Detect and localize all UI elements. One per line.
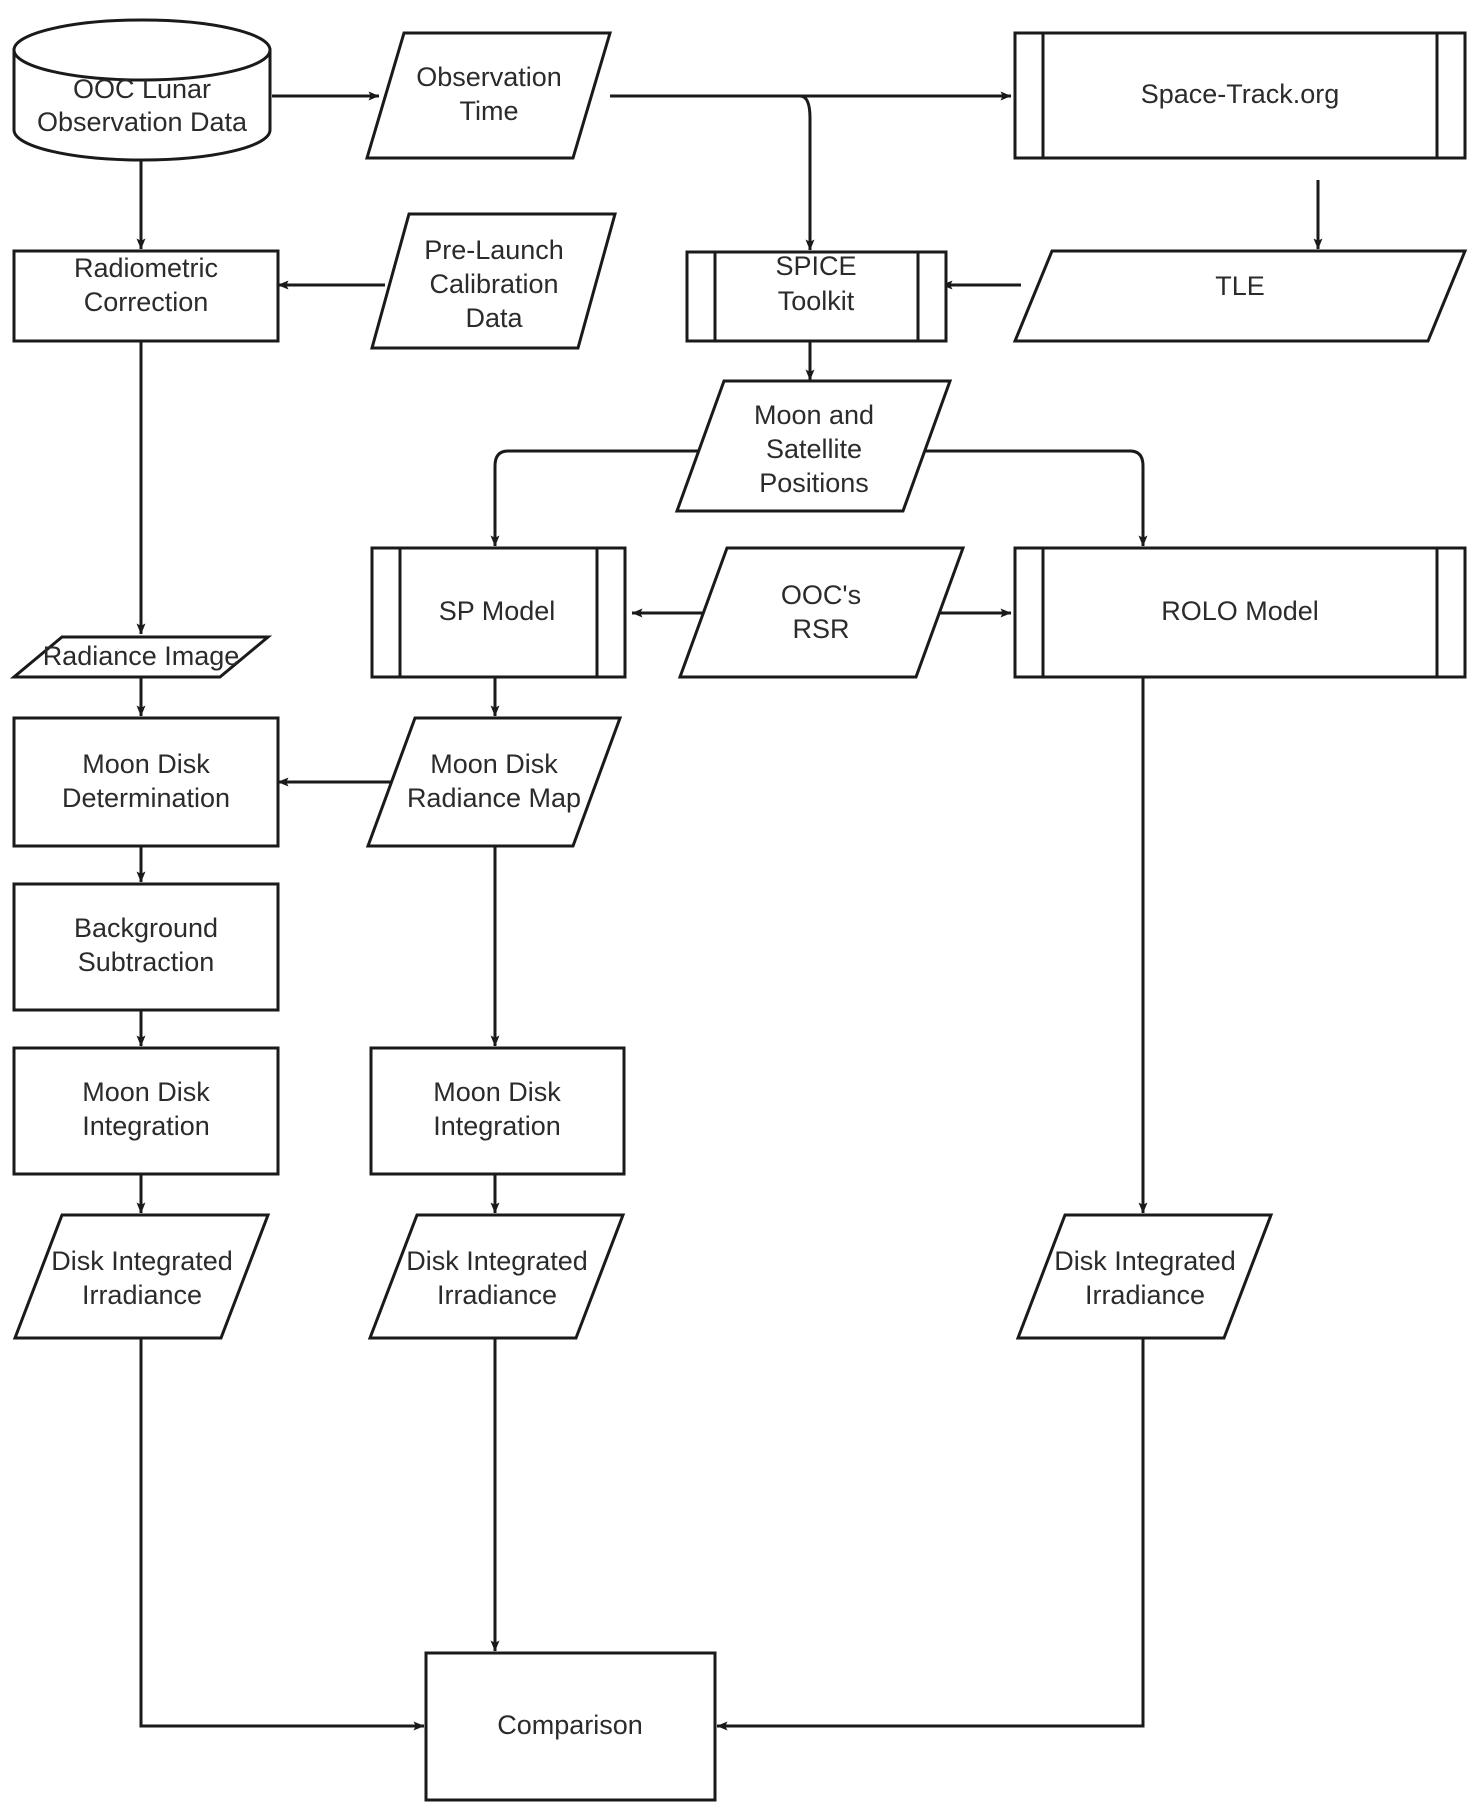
node-label-line2: RSR	[792, 614, 849, 644]
parallelogram-outline	[370, 212, 617, 350]
node-radiance-image[interactable]: Radiance Image	[9, 635, 273, 679]
node-label-line1: TLE	[1215, 271, 1265, 301]
parallelogram-outline	[1015, 1213, 1274, 1340]
parallelogram-outline	[1012, 249, 1468, 343]
node-label-line1: ROLO Model	[1161, 596, 1319, 626]
node-label-line2: Integration	[82, 1111, 210, 1141]
node-label-line1: OOC's	[781, 580, 861, 610]
node-label-line1: Radiometric	[74, 253, 218, 283]
node-label-line2: Irradiance	[1085, 1280, 1205, 1310]
node-rolo-model[interactable]: ROLO Model	[1013, 546, 1467, 679]
predefined-process-bars	[1041, 33, 1439, 158]
predefined-process-outline	[1013, 31, 1467, 160]
node-label-line2: Radiance Map	[407, 783, 581, 813]
parallelogram-outline	[365, 716, 623, 848]
node-moon-and-satellite-positions[interactable]: Moon and Satellite Positions	[674, 379, 953, 513]
node-space-track-org[interactable]: Space-Track.org	[1013, 31, 1467, 160]
process-outline	[12, 882, 280, 1012]
node-label-line1: Comparison	[497, 1710, 643, 1740]
node-label-line2: Time	[460, 96, 519, 126]
parallelogram-outline	[367, 1213, 626, 1340]
node-label-line1: Space-Track.org	[1141, 79, 1340, 109]
node-radiometric-correction[interactable]: Radiometric Correction	[12, 249, 280, 343]
node-label-line1: SP Model	[439, 596, 556, 626]
predefined-process-outline	[1013, 546, 1467, 679]
node-label-line1: Moon and	[754, 400, 874, 430]
parallelogram-outline	[364, 31, 613, 160]
node-label-line1: Disk Integrated	[406, 1246, 588, 1276]
node-label-line1: Radiance Image	[43, 641, 240, 671]
process-outline	[369, 1046, 626, 1176]
node-label-line2: Irradiance	[82, 1280, 202, 1310]
node-moon-disk-integration-mid[interactable]: Moon Disk Integration	[369, 1046, 626, 1176]
parallelogram-outline	[9, 635, 273, 679]
node-label-line2: Irradiance	[437, 1280, 557, 1310]
node-label-line1: SPICE	[775, 251, 856, 281]
node-label-line1: Moon Disk	[82, 749, 210, 779]
node-pre-launch-calibration-data[interactable]: Pre-Launch Calibration Data	[370, 212, 617, 350]
edge-irradiance-left-to-comparison	[139, 1338, 425, 1731]
cylinder-top	[12, 18, 272, 82]
edge-positions-to-rolo-model	[903, 449, 1148, 547]
node-label-line1: Disk Integrated	[1054, 1246, 1236, 1276]
process-outline	[12, 1046, 280, 1176]
node-label-line2: Toolkit	[778, 286, 855, 316]
node-spice-toolkit[interactable]: SPICE Toolkit	[685, 250, 948, 343]
node-sp-model[interactable]: SP Model	[370, 546, 627, 679]
node-label-line1: Pre-Launch	[424, 235, 564, 265]
node-disk-integrated-irradiance-left[interactable]: Disk Integrated Irradiance	[12, 1213, 271, 1340]
node-ooc-lunar-observation-data[interactable]: OOC Lunar Observation Data	[12, 18, 272, 162]
node-oocs-rsr[interactable]: OOC's RSR	[677, 546, 966, 679]
predefined-process-bars	[398, 548, 599, 677]
node-label-line1: OOC Lunar	[73, 74, 211, 104]
node-label-line2: Calibration	[429, 269, 558, 299]
parallelogram-outline	[674, 379, 953, 513]
predefined-process-bars	[713, 252, 920, 341]
process-outline	[424, 1651, 717, 1802]
predefined-process-bars	[1041, 548, 1439, 677]
node-label-line3: Positions	[759, 468, 869, 498]
node-disk-integrated-irradiance-mid[interactable]: Disk Integrated Irradiance	[367, 1213, 626, 1340]
node-label-line2: Correction	[84, 287, 209, 317]
process-outline	[12, 249, 280, 343]
predefined-process-outline	[370, 546, 627, 679]
node-label-line2: Determination	[62, 783, 230, 813]
edge-observation-time-to-spice-toolkit	[799, 94, 815, 251]
process-outline	[12, 716, 280, 848]
node-label-line1: Moon Disk	[433, 1077, 561, 1107]
node-label-line2: Integration	[433, 1111, 561, 1141]
node-label-line2: Satellite	[766, 434, 862, 464]
node-observation-time[interactable]: Observation Time	[364, 31, 613, 160]
node-label-line1: Moon Disk	[82, 1077, 210, 1107]
node-label-line2: Observation Data	[37, 107, 248, 137]
node-comparison[interactable]: Comparison	[424, 1651, 717, 1802]
node-moon-disk-integration-left[interactable]: Moon Disk Integration	[12, 1046, 280, 1176]
parallelogram-outline	[12, 1213, 271, 1340]
predefined-process-outline	[685, 250, 948, 343]
node-label-line1: Observation	[416, 62, 562, 92]
edge-irradiance-right-to-comparison	[716, 1338, 1145, 1731]
edge-positions-to-sp-model	[490, 449, 736, 547]
node-tle[interactable]: TLE	[1012, 249, 1468, 343]
parallelogram-outline	[677, 546, 966, 679]
node-label-line2: Subtraction	[78, 947, 215, 977]
node-label-line1: Disk Integrated	[51, 1246, 233, 1276]
node-moon-disk-determination[interactable]: Moon Disk Determination	[12, 716, 280, 848]
node-disk-integrated-irradiance-right[interactable]: Disk Integrated Irradiance	[1015, 1213, 1274, 1340]
node-label-line3: Data	[465, 303, 523, 333]
node-background-subtraction[interactable]: Background Subtraction	[12, 882, 280, 1012]
node-label-line1: Moon Disk	[430, 749, 558, 779]
node-moon-disk-radiance-map[interactable]: Moon Disk Radiance Map	[365, 716, 623, 848]
node-label-line1: Background	[74, 913, 218, 943]
